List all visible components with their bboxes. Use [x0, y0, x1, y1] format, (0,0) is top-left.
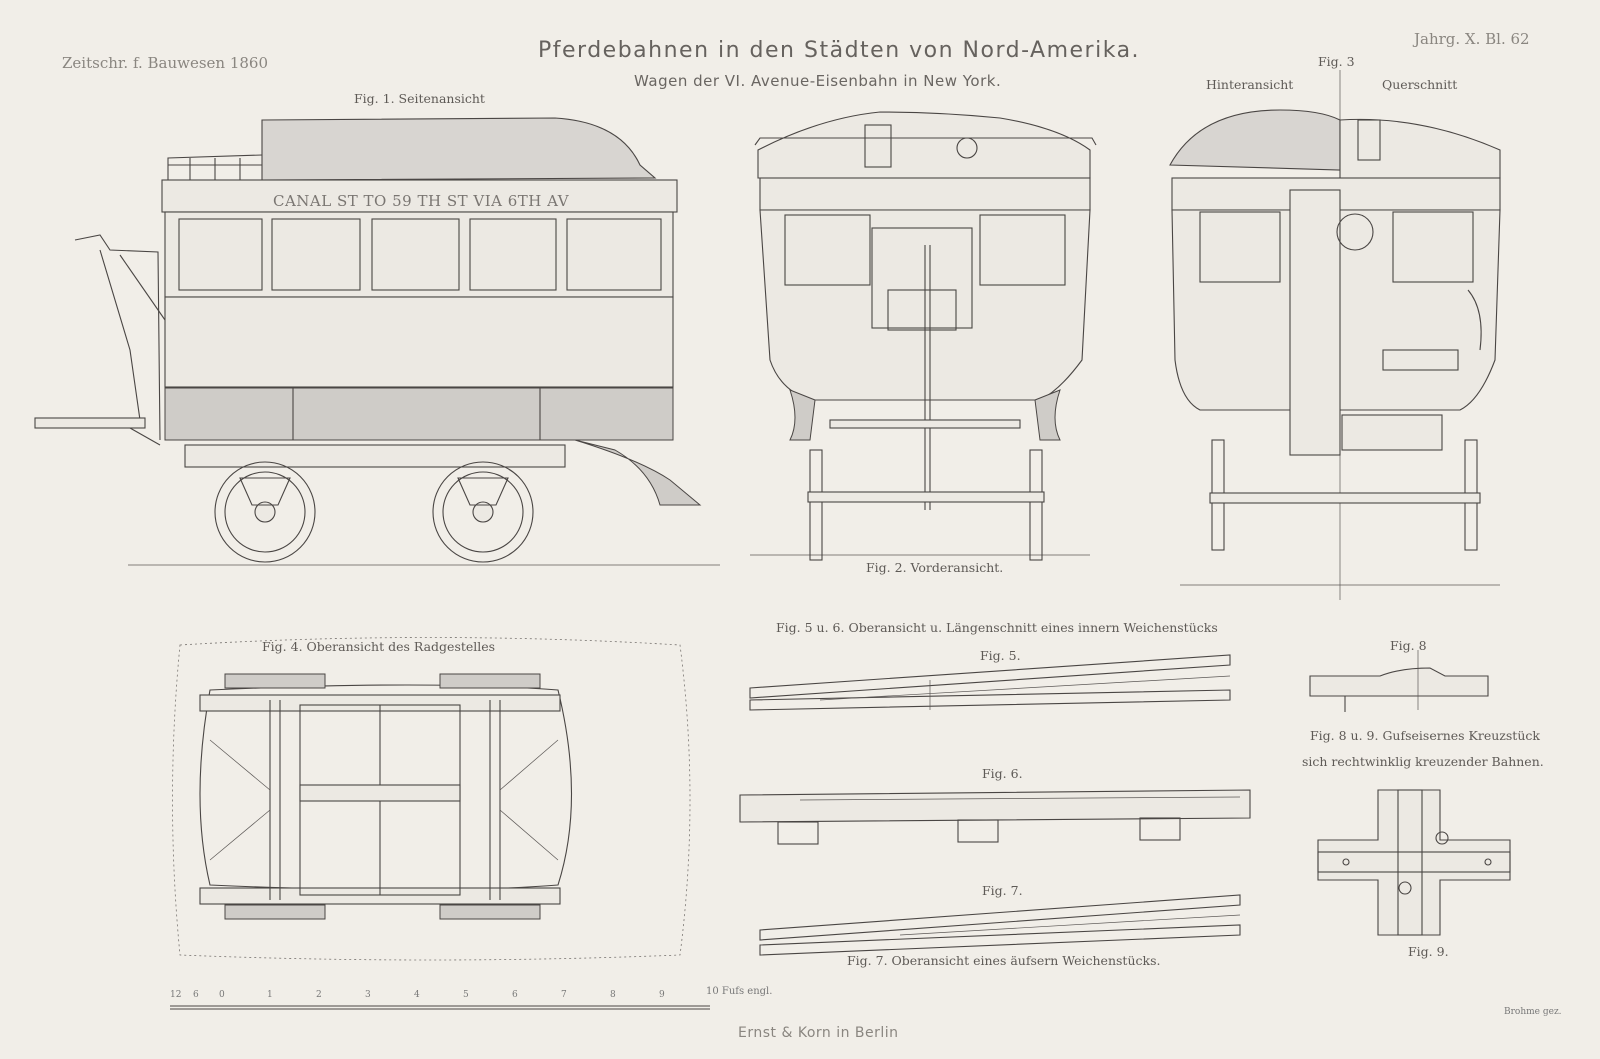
scale-tick: 9: [659, 990, 665, 1000]
fig8-label: Fig. 8: [1390, 638, 1427, 653]
page-title: Pferdebahnen in den Städten von Nord-Ame…: [538, 38, 1141, 63]
fig6-switch-section: [739, 789, 1251, 845]
fig1-label: Fig. 1. Seitenansicht: [354, 91, 485, 106]
publisher-imprint: Ernst & Korn in Berlin: [738, 1025, 899, 1041]
scale-tick: 6: [193, 990, 199, 1000]
fig7-switch-plan: [759, 894, 1241, 956]
fig5-label: Fig. 5.: [980, 648, 1021, 663]
fig1-sign-text: CANAL ST TO 59 TH ST VIA 6TH AV: [273, 192, 570, 210]
page-subtitle: Wagen der VI. Avenue-Eisenbahn in New Yo…: [634, 72, 1002, 90]
scale-tick: 12: [170, 990, 182, 1000]
engraver-credit: Brohme gez.: [1504, 1007, 1562, 1017]
journal-reference: Zeitschr. f. Bauwesen 1860: [62, 54, 269, 72]
fig3-right-caption: Querschnitt: [1382, 77, 1458, 92]
fig9-crossing-plan: [1317, 789, 1511, 936]
scale-tick: 6: [512, 990, 518, 1000]
fig3-label: Fig. 3: [1318, 54, 1355, 69]
scale-tick: 4: [414, 990, 420, 1000]
scale-bar: [170, 1005, 710, 1010]
scale-tick: 10 Fufs engl.: [706, 986, 773, 997]
scale-tick: 8: [610, 990, 616, 1000]
fig7-caption: Fig. 7. Oberansicht eines äufsern Weiche…: [847, 953, 1161, 968]
scale-tick: 3: [365, 990, 371, 1000]
scale-tick: 2: [316, 990, 322, 1000]
fig9-label: Fig. 9.: [1408, 944, 1449, 959]
fig2-front-view: [750, 111, 1097, 561]
scale-tick: 0: [219, 990, 225, 1000]
fig89-caption-line2: sich rechtwinklig kreuzender Bahnen.: [1302, 754, 1544, 769]
fig4-label: Fig. 4. Oberansicht des Radgestelles: [262, 639, 496, 654]
fig6-label: Fig. 6.: [982, 766, 1023, 781]
scale-tick: 5: [463, 990, 469, 1000]
scale-tick: 1: [267, 990, 273, 1000]
fig3-rear-section: [1169, 70, 1501, 600]
fig2-label: Fig. 2. Vorderansicht.: [866, 560, 1004, 575]
fig3-left-caption: Hinteransicht: [1206, 77, 1294, 92]
scale-tick: 7: [561, 990, 567, 1000]
fig1-side-view: [34, 117, 720, 566]
fig7-label: Fig. 7.: [982, 883, 1023, 898]
fig4-undercarriage-plan: [172, 637, 691, 961]
fig8-crossing-section: [1309, 650, 1489, 712]
plate-number: Jahrg. X. Bl. 62: [1414, 30, 1530, 48]
fig5-switch-plan: [749, 654, 1231, 711]
fig89-caption-line1: Fig. 8 u. 9. Gufseisernes Kreuzstück: [1310, 728, 1540, 743]
fig56-label: Fig. 5 u. 6. Oberansicht u. Längenschnit…: [776, 620, 1218, 635]
